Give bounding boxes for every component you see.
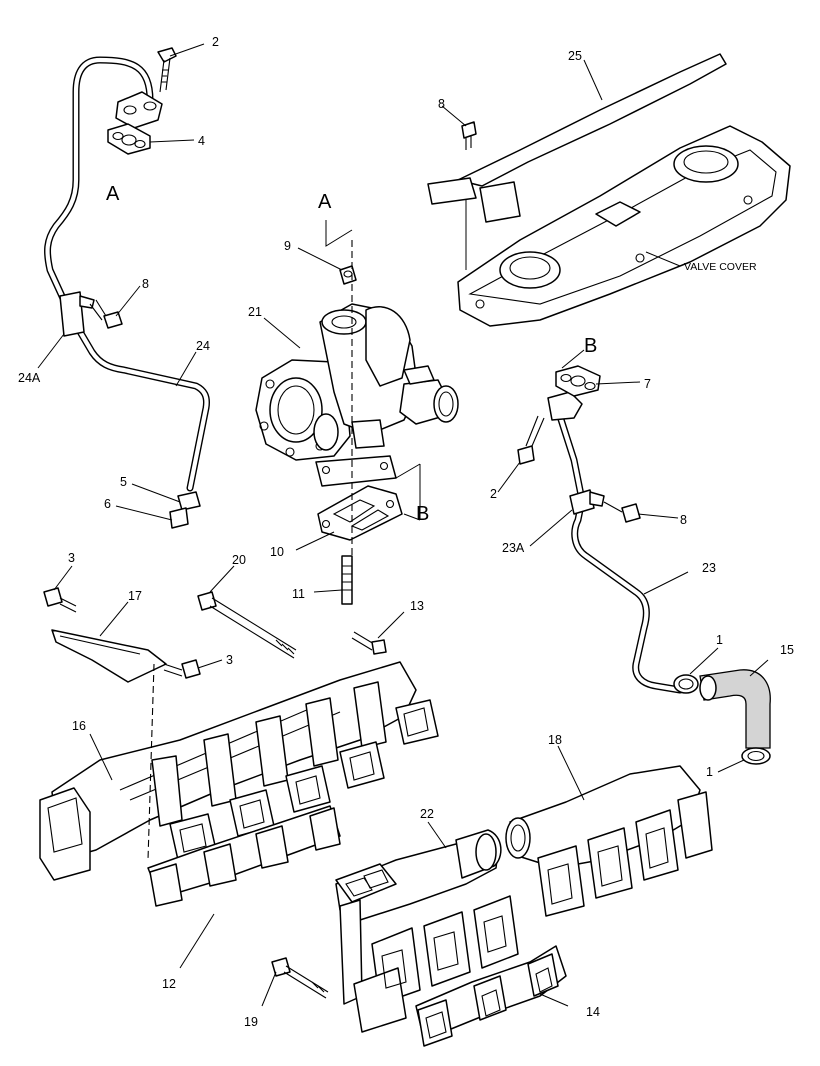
- gasket-7: [555, 365, 601, 397]
- callout-5: 5: [120, 475, 127, 489]
- gasket-14: [415, 945, 567, 1047]
- callout-9: 9: [284, 239, 291, 253]
- callout-19: 19: [244, 1015, 258, 1029]
- callout-8-clip: 8: [142, 277, 149, 291]
- callout-7: 7: [644, 377, 651, 391]
- clamp-1-upper: [673, 674, 699, 694]
- callout-21: 21: [248, 305, 262, 319]
- bolt-2-upper: [157, 47, 177, 93]
- callout-6: 6: [104, 497, 111, 511]
- callout-20: 20: [232, 553, 246, 567]
- clip-23a: [569, 489, 605, 515]
- callout-24: 24: [196, 339, 210, 353]
- callout-4: 4: [198, 134, 205, 148]
- gasket-4: [107, 123, 151, 155]
- stud-13: [351, 631, 387, 655]
- callout-25: 25: [568, 49, 582, 63]
- clamp-1-lower: [741, 747, 771, 765]
- bolt-20: [197, 591, 297, 659]
- clip-24a: [59, 291, 95, 337]
- heat-shield-17: [51, 629, 167, 683]
- exhaust-manifold-18: [505, 765, 713, 917]
- callout-8-bracket: 8: [438, 97, 445, 111]
- callout-8-drain: 8: [680, 513, 687, 527]
- oil-drain-tube-23: [547, 391, 684, 694]
- callout-3-right: 3: [226, 653, 233, 667]
- callout-1-upper: 1: [716, 633, 723, 647]
- fitting-5-6: [169, 491, 201, 529]
- stud-19: [271, 957, 329, 999]
- nut-9: [339, 265, 357, 285]
- callout-1-lower: 1: [706, 765, 713, 779]
- callout-12: 12: [162, 977, 176, 991]
- letter-a-turbo: A: [318, 191, 332, 213]
- callout-13: 13: [410, 599, 424, 613]
- turbocharger-21: [255, 303, 459, 487]
- bolt-8-drain: [603, 501, 641, 523]
- callout-2-right: 2: [490, 487, 497, 501]
- hose-15: [699, 669, 771, 749]
- gasket-10: [317, 485, 403, 541]
- callout-15: 15: [780, 643, 794, 657]
- valve-cover: [457, 125, 791, 327]
- callout-11: 11: [292, 587, 305, 601]
- valve-cover-label: VALVE COVER: [684, 261, 757, 273]
- callout-10: 10: [270, 545, 284, 559]
- bolt-8-bracket: [461, 121, 477, 150]
- callout-23: 23: [702, 561, 716, 575]
- letter-b-drain: B: [584, 335, 597, 357]
- connector-a-upper: [325, 220, 353, 247]
- bolt-8-clip: [89, 299, 123, 329]
- stud-11: [341, 555, 353, 605]
- intake-manifold-16: [39, 661, 439, 881]
- callout-3-left: 3: [68, 551, 75, 565]
- callout-22: 22: [420, 807, 434, 821]
- callout-14: 14: [586, 1005, 600, 1019]
- callout-24a: 24A: [18, 371, 41, 385]
- bolt-3-right: [163, 659, 201, 679]
- callout-23a: 23A: [502, 541, 525, 555]
- exhaust-manifold-22: [335, 829, 519, 1033]
- letter-a-tube: A: [106, 183, 120, 205]
- gasket-12: [147, 805, 341, 907]
- leader-lines: [37, 43, 769, 1007]
- letter-b-turbo: B: [416, 503, 429, 525]
- bolt-3-left: [43, 587, 77, 613]
- callout-2-upper: 2: [212, 35, 219, 49]
- bolt-2-right: [517, 415, 545, 465]
- connection-letters: A A B B: [106, 183, 597, 525]
- callout-17: 17: [128, 589, 142, 603]
- callout-labels: 2 4 8 24A 24 5 6 9 21 10 11 8 25 7 2 8 2…: [18, 35, 794, 1029]
- callout-16: 16: [72, 719, 86, 733]
- callout-18: 18: [548, 733, 562, 747]
- bracket-25: [427, 53, 727, 223]
- oil-supply-tube-24: [44, 56, 210, 492]
